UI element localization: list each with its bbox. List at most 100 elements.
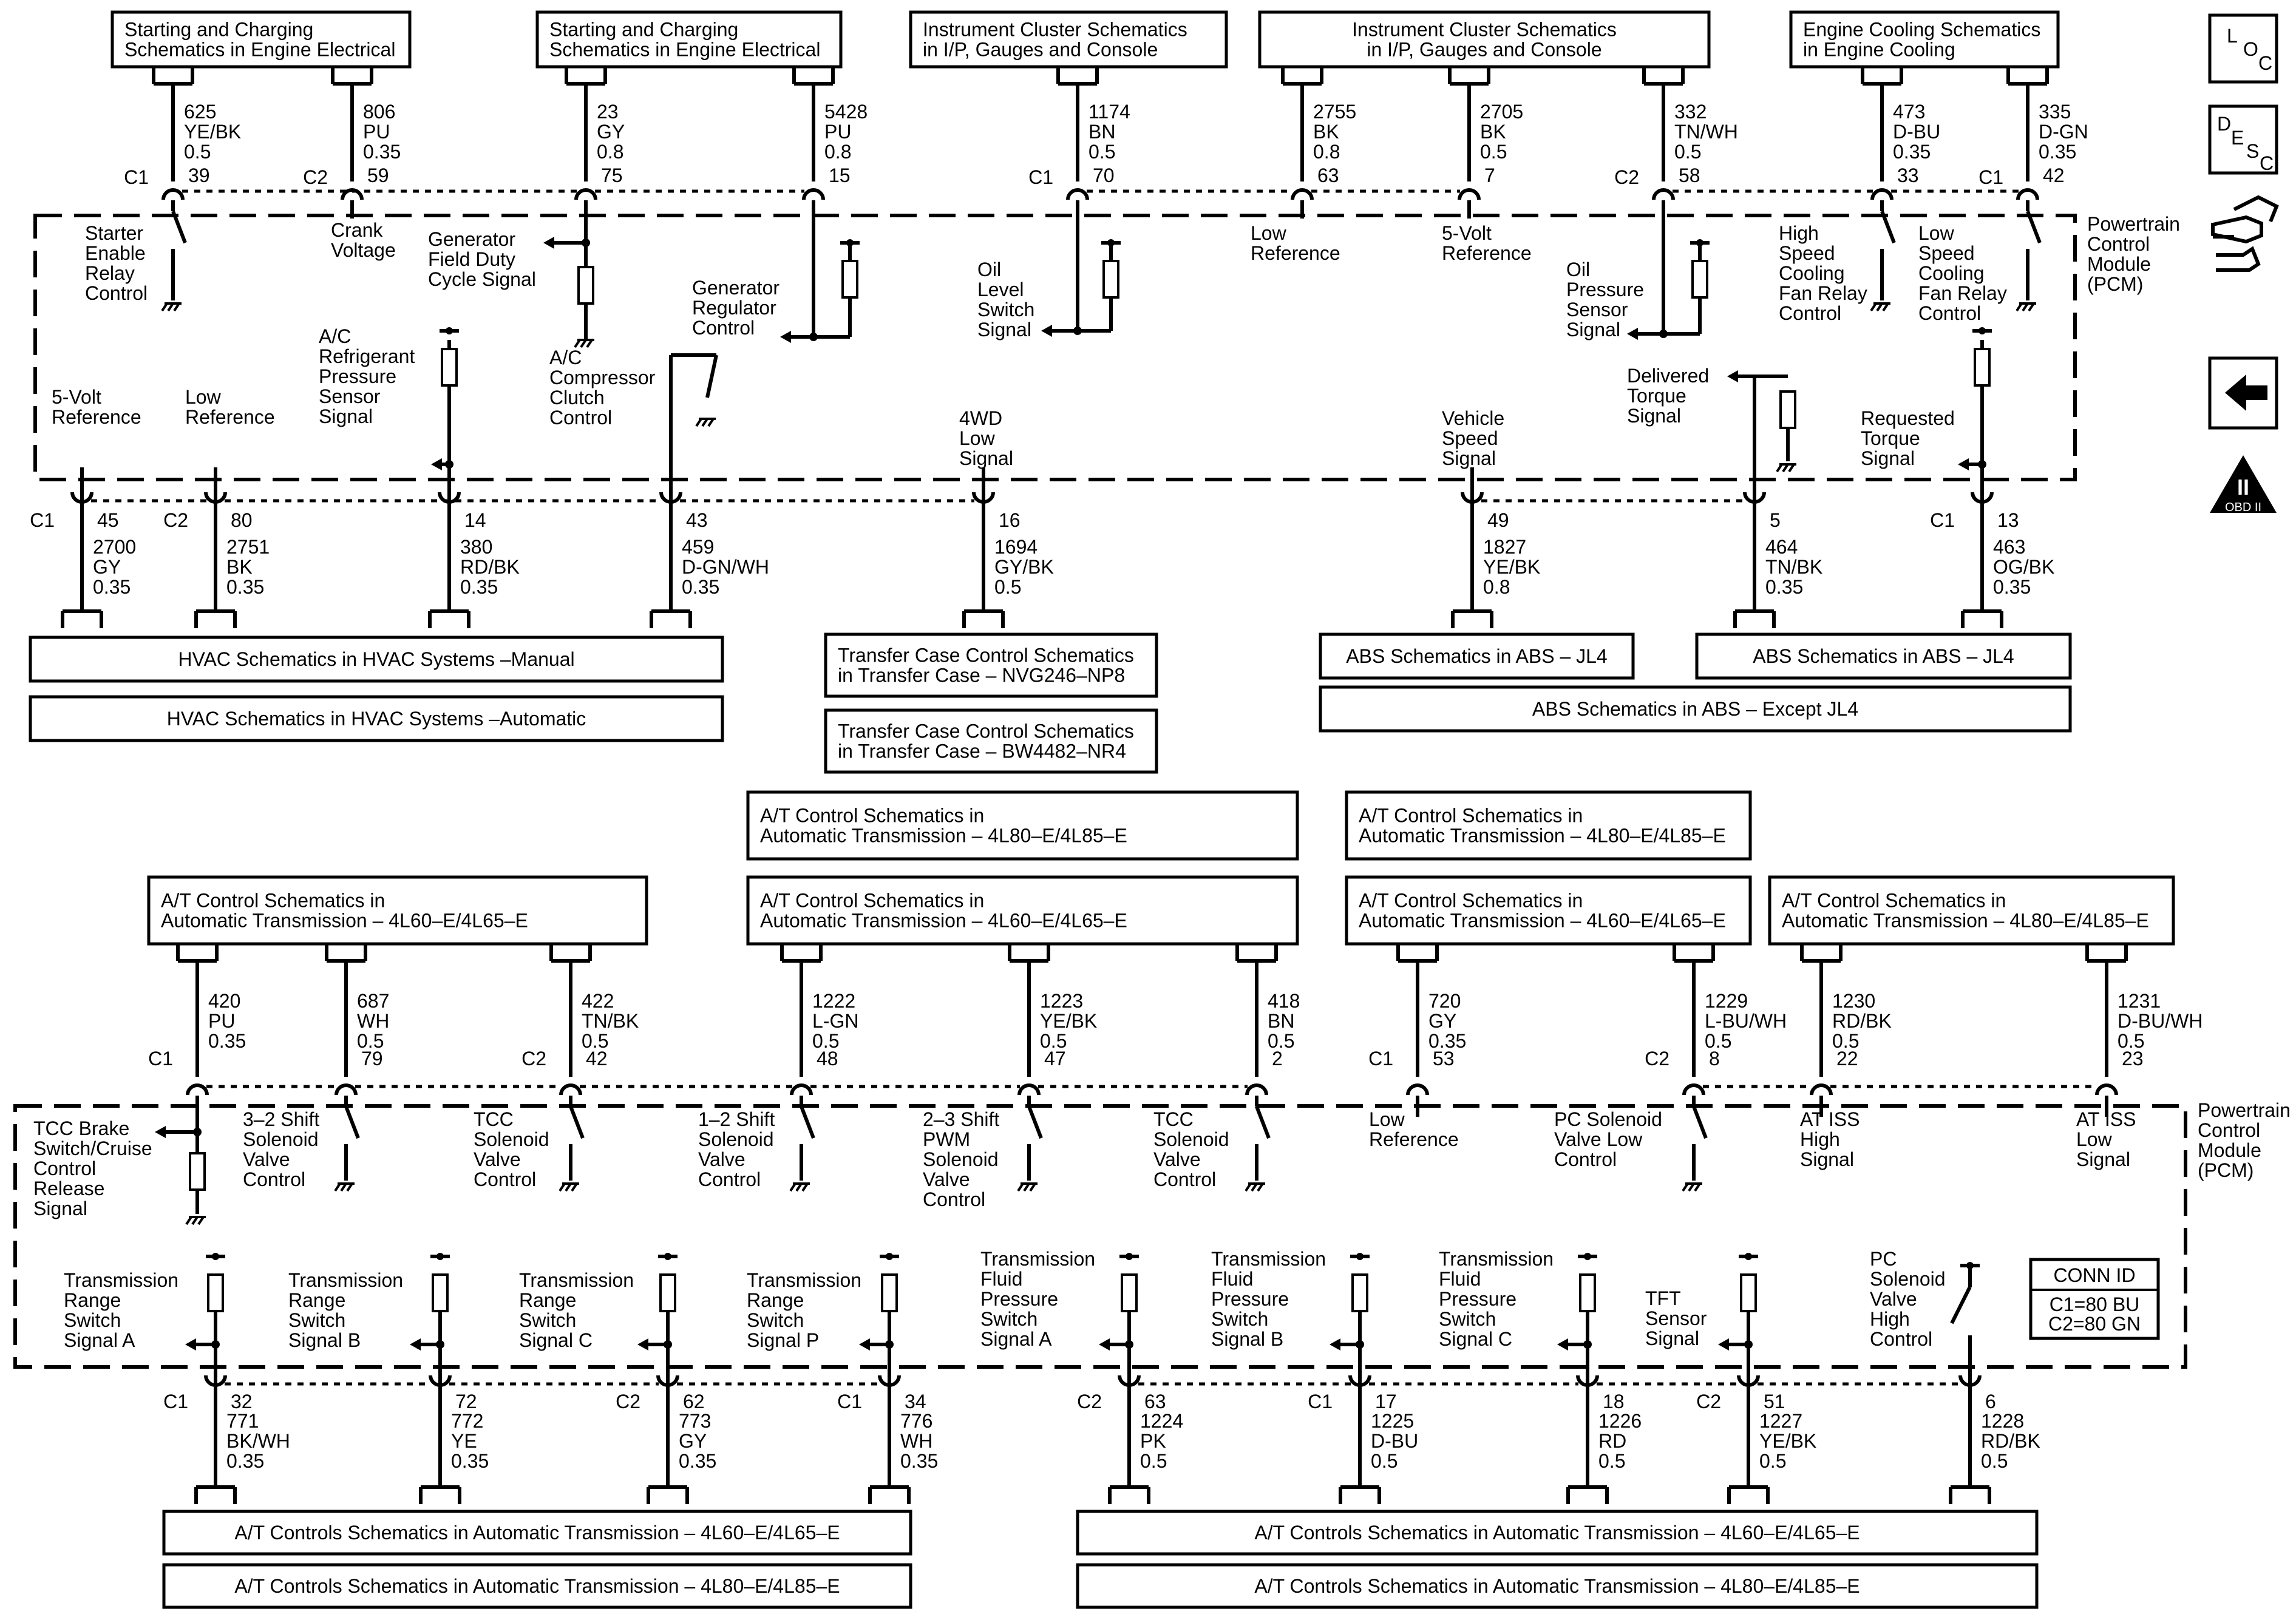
- schematic-reference-box: [1076, 1510, 2039, 1556]
- signal-arrow: [1041, 325, 1052, 337]
- internal-label-line: Transmission: [288, 1269, 403, 1291]
- reference-box-label-line: A/T Controls Schematics in Automatic Tra…: [1254, 1522, 1860, 1544]
- switch-blade: [1950, 1286, 1972, 1324]
- wire-color: D-BU: [1371, 1430, 1418, 1452]
- wire-color: GY: [93, 556, 121, 578]
- internal-label-line: Range: [64, 1289, 121, 1311]
- wire-terminal: [1056, 67, 1099, 86]
- internal-label-line: 1–2 Shift: [698, 1108, 775, 1130]
- internal-label-line: Speed: [1442, 427, 1498, 449]
- wire-gauge: 0.5: [1705, 1030, 1731, 1052]
- wire-terminal: [868, 1485, 911, 1504]
- wire-gauge: 0.5: [184, 141, 211, 163]
- reference-box-label-line: A/T Control Schematics in: [1359, 805, 1583, 827]
- supply-node: [664, 1253, 671, 1260]
- obd-ii-icon: [2210, 455, 2277, 513]
- resistor: [207, 1273, 224, 1312]
- wire-circuit-number: 1694: [994, 536, 1038, 558]
- connector-id: C2: [1645, 1048, 1669, 1070]
- schematic-reference-box: [746, 875, 1299, 946]
- reference-box-label-line: A/T Controls Schematics in Automatic Tra…: [234, 1522, 840, 1544]
- internal-label-line: TCC Brake: [33, 1117, 129, 1139]
- switch-blade: [1255, 1105, 1271, 1139]
- wire-gauge: 0.8: [597, 141, 623, 163]
- wire-circuit-number: 1230: [1832, 990, 1875, 1012]
- pin-number: 13: [1997, 509, 2019, 531]
- internal-label-line: PC Solenoid: [1554, 1108, 1662, 1130]
- wire-gauge: 0.35: [451, 1450, 489, 1472]
- internal-label-line: High: [1779, 222, 1819, 244]
- wire-color: L-BU/WH: [1705, 1010, 1787, 1032]
- connector-pin: [1458, 188, 1481, 200]
- loc-icon-letter: L: [2227, 25, 2238, 47]
- internal-label-line: Low: [185, 386, 222, 408]
- resistor: [1740, 1273, 1757, 1312]
- internal-label-line: Signal C: [1439, 1328, 1512, 1350]
- resistor: [1351, 1273, 1368, 1312]
- wire-color: GY: [597, 121, 625, 143]
- reference-box-label-line: Instrument Cluster Schematics: [1352, 19, 1617, 41]
- pin-number: 42: [2043, 164, 2065, 186]
- internal-label-line: AT ISS: [1800, 1108, 1860, 1130]
- ground-symbol: [185, 1216, 206, 1225]
- internal-label-line: Sensor: [1645, 1307, 1707, 1329]
- internal-label-line: Control: [923, 1188, 985, 1210]
- signal-arrow: [1727, 370, 1738, 382]
- wire-circuit-number: 1224: [1140, 1410, 1183, 1432]
- signal-arrow: [1330, 1338, 1340, 1351]
- pin-number: 75: [601, 164, 623, 186]
- wire-gauge: 0.8: [824, 141, 851, 163]
- reference-box-label-line: in Transfer Case – NVG246–NP8: [838, 665, 1125, 686]
- obd-ii-numeral: II: [2237, 475, 2249, 500]
- internal-label-line: Enable: [85, 242, 146, 264]
- wire-circuit-number: 806: [363, 101, 395, 123]
- reference-box-label-line: HVAC Schematics in HVAC Systems –Automat…: [167, 708, 586, 730]
- schematic-reference-box: [1768, 875, 2175, 946]
- internal-label-line: Control: [85, 282, 148, 304]
- supply-node: [212, 1253, 219, 1260]
- wire-gauge: 0.5: [1268, 1030, 1294, 1052]
- wire-circuit-number: 332: [1674, 101, 1707, 123]
- resistor: [432, 1273, 449, 1312]
- ground-symbol: [574, 339, 594, 348]
- switch-blade: [705, 354, 718, 398]
- internal-label-line: Signal B: [288, 1329, 361, 1351]
- connector-pin: [1810, 1083, 1833, 1096]
- resistor: [841, 260, 858, 299]
- wire-terminal: [1861, 67, 1903, 86]
- schematic-reference-box: [1345, 875, 1752, 946]
- internal-label-line: Release: [33, 1178, 104, 1199]
- internal-label-line: Oil: [977, 259, 1001, 280]
- wire-circuit-number: 5428: [824, 101, 868, 123]
- wire-terminal: [1727, 1485, 1770, 1504]
- resistor: [1691, 260, 1708, 299]
- reference-box-label-line: HVAC Schematics in HVAC Systems –Manual: [178, 648, 574, 670]
- wire-terminal: [549, 944, 592, 963]
- wire-terminal: [325, 944, 367, 963]
- resistor: [1102, 260, 1119, 299]
- wire-gauge: 0.5: [1089, 141, 1115, 163]
- wire-color: OG/BK: [1993, 556, 2054, 578]
- internal-label-line: Crank: [331, 219, 383, 241]
- wire-circuit-number: 625: [184, 101, 216, 123]
- signal-arrow: [1718, 1338, 1729, 1351]
- pin-number: 22: [1836, 1048, 1858, 1070]
- pin-number: 7: [1484, 164, 1495, 186]
- wire-gauge: 0.35: [900, 1450, 938, 1472]
- internal-label-line: Regulator: [692, 297, 776, 319]
- ground-symbol: [1776, 463, 1796, 473]
- internal-label-line: Starter: [85, 222, 143, 244]
- internal-label-line: Reference: [1251, 242, 1340, 264]
- wire-gauge: 0.8: [1313, 141, 1340, 163]
- internal-label-line: Fluid: [980, 1268, 1022, 1290]
- desc-icon-letter: S: [2246, 140, 2259, 162]
- wire-terminal: [1642, 67, 1685, 86]
- internal-label-line: Fluid: [1439, 1268, 1481, 1290]
- wire-gauge: 0.35: [679, 1450, 716, 1472]
- internal-label-line: Signal A: [980, 1328, 1052, 1350]
- connector-pin: [559, 1083, 582, 1096]
- internal-label-line: Control: [1918, 302, 1981, 324]
- wire-gauge: 0.35: [1993, 576, 2031, 598]
- internal-label-line: Valve Low: [1554, 1128, 1643, 1150]
- signal-arrow: [1958, 458, 1969, 470]
